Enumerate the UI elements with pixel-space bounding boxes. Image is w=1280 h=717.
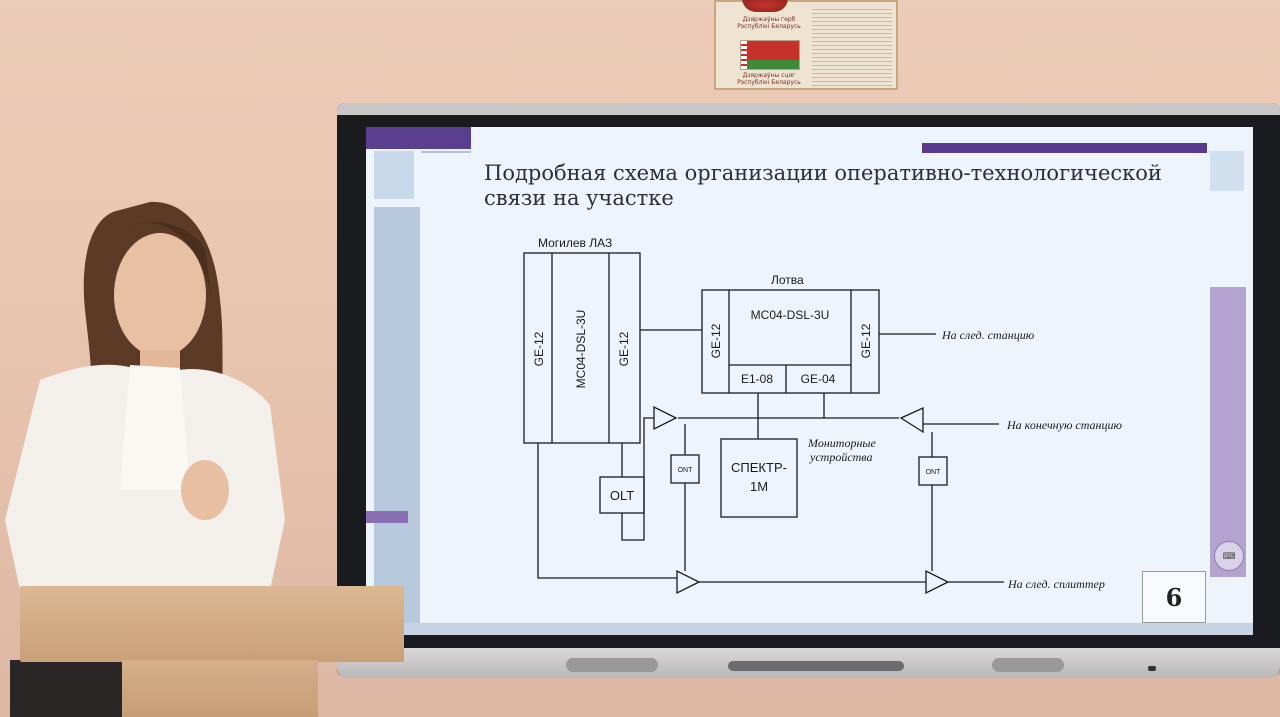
podium-shadow	[10, 660, 122, 717]
label-ge-04: GE-04	[801, 372, 836, 386]
label-monitor-2: устройства	[809, 450, 872, 464]
stylus-pen	[728, 661, 904, 671]
slide-deco-square	[1208, 151, 1244, 191]
slide-deco-square	[374, 151, 414, 199]
slide-deco-sidebar	[374, 207, 420, 627]
podium-top	[20, 586, 404, 662]
power-indicator	[1148, 666, 1156, 671]
poster-caption-top: Дзяржаўны герб Рэспублікі Беларусь	[737, 16, 801, 30]
label-mc04-left: МС04-DSL-3U	[574, 310, 588, 389]
label-olt: OLT	[610, 488, 634, 503]
label-end-station: На конечную станцию	[1006, 418, 1123, 432]
splitter-triangle-3	[676, 569, 701, 595]
label-ont-2: ONT	[926, 469, 942, 476]
label-ge12-right-2: GE-12	[859, 323, 873, 358]
label-next-station: На след. станцию	[941, 328, 1035, 342]
label-spektr-2: 1М	[750, 479, 768, 494]
slide-deco-strip-right	[1208, 287, 1246, 577]
slide-title-line2: связи на участке	[484, 186, 674, 210]
splitter-triangle-2	[899, 406, 924, 434]
podium-body	[122, 660, 318, 717]
splitter-triangle-1	[653, 405, 678, 431]
presentation-slide: Подробная схема организации оперативно-т…	[366, 127, 1253, 635]
slide-deco-purple-left	[366, 127, 471, 149]
spektr-block	[720, 438, 798, 518]
splitter-triangle-4	[925, 569, 950, 595]
belarus-flag-icon	[740, 40, 800, 70]
network-diagram: Могилев ЛАЗ Лотва GE-12 МС04-DSL-3U GE-1…	[523, 236, 1123, 595]
label-ge12-left-1: GE-12	[532, 331, 546, 366]
label-monitor-1: Мониторные	[807, 436, 877, 450]
slide-deco-purple-small	[366, 511, 408, 523]
label-next-splitter: На след. сплиттер	[1007, 577, 1105, 591]
label-e1-08: E1-08	[741, 372, 773, 386]
label-mogilev-laz: Могилев ЛАЗ	[538, 236, 612, 250]
slide-page-number: 6	[1142, 571, 1206, 623]
coat-of-arms-icon	[742, 0, 788, 12]
lotva-equipment-block	[701, 289, 880, 394]
keyboard-icon[interactable]: ⌨	[1214, 541, 1244, 571]
label-ont-1: ONT	[678, 467, 694, 474]
poster-caption-bottom: Дзяржаўны сцяг Рэспублікі Беларусь	[737, 72, 801, 86]
label-mc04-right: МС04-DSL-3U	[751, 308, 830, 322]
state-symbols-poster: Дзяржаўны герб Рэспублікі Беларусь Дзярж…	[714, 0, 898, 90]
label-ge12-right-1: GE-12	[709, 323, 723, 358]
label-lotva: Лотва	[771, 273, 804, 287]
slide-title-line1: Подробная схема организации оперативно-т…	[484, 161, 1162, 185]
label-spektr-1: СПЕКТР-	[731, 460, 787, 475]
presenter-person	[5, 201, 285, 590]
speaker-grille-right	[992, 658, 1064, 672]
mogilev-equipment-block	[523, 252, 641, 444]
speaker-grille-left	[566, 658, 658, 672]
display-top-bezel	[337, 103, 1280, 115]
label-ge12-left-2: GE-12	[617, 331, 631, 366]
ont-block-2	[918, 456, 948, 486]
slide-title: Подробная схема организации оперативно-т…	[484, 161, 1184, 211]
poster-text-block	[812, 6, 892, 86]
slide-bottom-bar	[366, 623, 1253, 635]
